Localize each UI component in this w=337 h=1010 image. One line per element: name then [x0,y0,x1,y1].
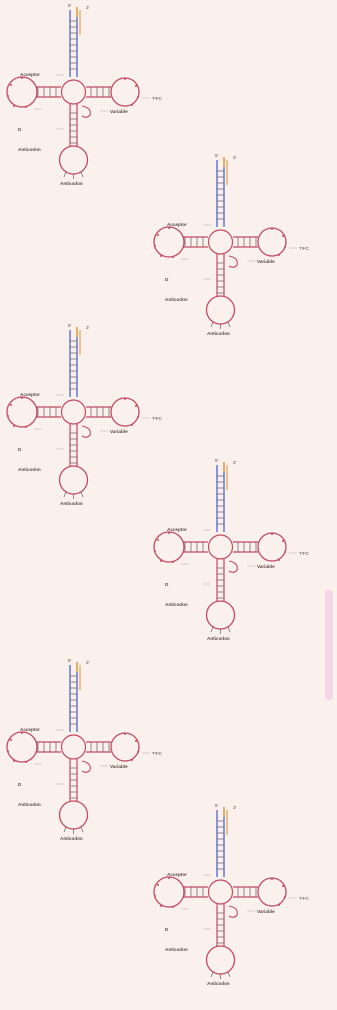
five-prime-label: 5' [215,458,219,463]
d-arm-label: D [18,782,22,787]
three-prime-label: 3' [86,660,90,665]
d-arm-label: D [165,927,169,932]
three-prime-label: 3' [86,5,90,10]
five-prime-label: 5' [215,803,219,808]
anticodon-arm-label: Anticodon [18,147,41,152]
five-prime-label: 5' [215,153,219,158]
three-prime-label: 3' [233,805,237,810]
five-prime-label: 5' [68,323,72,328]
variable-label: Variable [257,909,275,914]
d-arm-label: D [165,277,169,282]
variable-label: Variable [110,429,128,434]
variable-label: Variable [110,109,128,114]
acceptor-label: Acceptor [20,72,40,77]
t-arm-label: TΨC [299,551,310,556]
anticodon-loop-label: Anticodon [207,981,230,986]
trna-structure-5: 5' 3' Acceptor TΨC D Variable Anticodon … [7,658,163,841]
t-arm-label: TΨC [299,246,310,251]
anticodon-loop-label: Anticodon [207,636,230,641]
acceptor-label: Acceptor [20,727,40,732]
anticodon-loop-label: Anticodon [60,501,83,506]
t-arm-label: TΨC [152,96,163,101]
t-arm-label: TΨC [152,751,163,756]
anticodon-loop-label: Anticodon [207,331,230,336]
three-prime-label: 3' [233,155,237,160]
five-prime-label: 5' [68,3,72,8]
five-prime-label: 5' [68,658,72,663]
anticodon-arm-label: Anticodon [165,602,188,607]
anticodon-loop-label: Anticodon [60,181,83,186]
anticodon-arm-label: Anticodon [165,947,188,952]
trna-structure-2: 5' 3' Acceptor TΨC D Variable Anticodon … [154,153,310,336]
three-prime-label: 3' [86,325,90,330]
acceptor-label: Acceptor [20,392,40,397]
anticodon-arm-label: Anticodon [165,297,188,302]
variable-label: Variable [257,259,275,264]
acceptor-label: Acceptor [167,872,187,877]
trna-structure-4: 5' 3' Acceptor TΨC D Variable Anticodon … [154,458,310,641]
trna-structure-6: 5' 3' Acceptor TΨC D Variable Anticodon … [154,803,310,986]
anticodon-arm-label: Anticodon [18,802,41,807]
acceptor-label: Acceptor [167,527,187,532]
variable-label: Variable [257,564,275,569]
anticodon-arm-label: Anticodon [18,467,41,472]
d-arm-label: D [18,447,22,452]
acceptor-label: Acceptor [167,222,187,227]
t-arm-label: TΨC [299,896,310,901]
d-arm-label: D [18,127,22,132]
three-prime-label: 3' [233,460,237,465]
anticodon-loop-label: Anticodon [60,836,83,841]
d-arm-label: D [165,582,169,587]
variable-label: Variable [110,764,128,769]
scrollbar-thumb[interactable] [325,590,333,700]
trna-structure-1: 5' 3' Acceptor TΨC D Variable Anticodon … [7,3,163,186]
t-arm-label: TΨC [152,416,163,421]
trna-structure-3: 5' 3' Acceptor TΨC D Variable Anticodon … [7,323,163,506]
